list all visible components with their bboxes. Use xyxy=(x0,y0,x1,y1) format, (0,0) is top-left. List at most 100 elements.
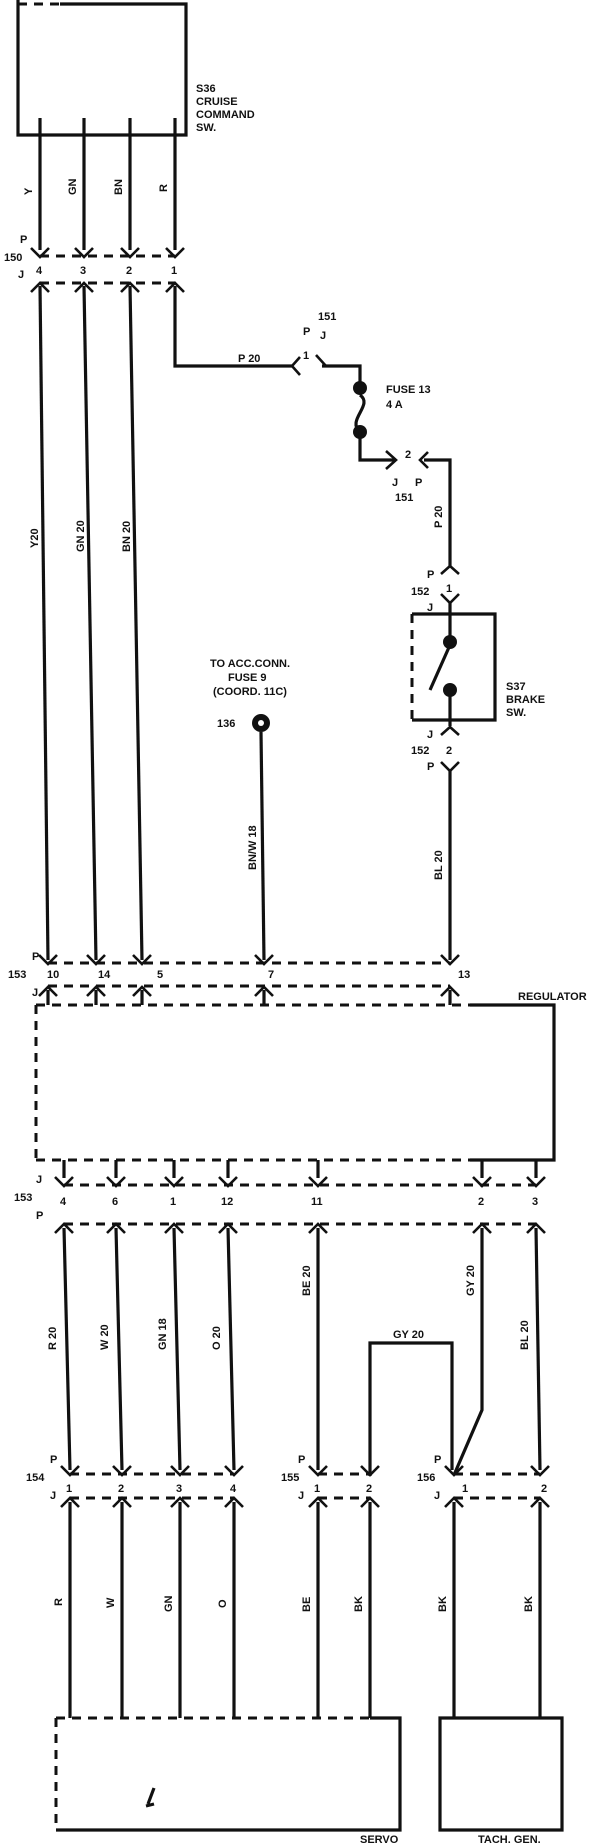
s37-contact-bottom xyxy=(443,683,457,697)
connector-154: P 154 J 1 2 3 4 xyxy=(26,1454,244,1508)
fuse-13-name: FUSE 13 xyxy=(386,384,431,396)
connector-153-lower: J 153 P 4 6 1 12 11 2 3 xyxy=(14,1160,546,1234)
c150-chevron-p-3 xyxy=(120,247,140,259)
c153a-j-chevron-3 xyxy=(132,985,152,997)
p20-feed: P 20 xyxy=(173,286,292,368)
c153a-p-chevron-4 xyxy=(254,954,274,966)
connector-153-upper: P 153 J 10 14 5 7 13 xyxy=(8,951,470,999)
wire-be20-label: BE 20 xyxy=(301,1265,313,1296)
s37-label-line1: BRAKE xyxy=(506,694,545,706)
c153b-p-chevron-3 xyxy=(164,1222,184,1234)
fuse-to-c151b xyxy=(358,432,396,462)
c152b-id: 152 xyxy=(411,745,429,757)
c156-id: 156 xyxy=(417,1472,435,1484)
c153a-p-chevron-1 xyxy=(38,954,58,966)
wire-tach-bk-1-label: BK xyxy=(437,1596,449,1612)
wire-gn20 xyxy=(82,285,98,961)
c154-p-chevron-1 xyxy=(60,1465,80,1477)
connector-151-lower: 2 J P 151 P 20 xyxy=(385,449,452,566)
s36-switch-outline xyxy=(16,0,188,137)
connector-152-upper: P 152 J 1 xyxy=(411,564,460,614)
c150-chevron-j-4 xyxy=(165,281,185,293)
wire-gn18-label: GN 18 xyxy=(157,1318,169,1350)
wire-w20 xyxy=(114,1227,124,1471)
c151b-chevron-j xyxy=(418,451,429,469)
wire-bl20 xyxy=(534,1227,542,1471)
wire-y20 xyxy=(38,285,50,961)
c151a-p: P xyxy=(303,326,310,338)
wire-bl20-label: BL 20 xyxy=(519,1320,531,1350)
c153b-p-chevron-7 xyxy=(526,1222,546,1234)
c153a-p-chevron-5 xyxy=(440,954,460,966)
c153b-pin-1: 4 xyxy=(60,1196,67,1208)
servo-outline-solid xyxy=(56,1716,402,1832)
wire-bn20 xyxy=(128,285,144,961)
connector-150: P 150 J 4 3 2 1 xyxy=(4,234,185,293)
c153a-p-chevron-3 xyxy=(132,954,152,966)
c155-p: P xyxy=(298,1454,305,1466)
c153b-j-chevron-3 xyxy=(164,1176,184,1188)
c155-j-chevron-1 xyxy=(308,1496,328,1508)
c151b-id: 151 xyxy=(395,492,413,504)
c152a-p: P xyxy=(427,569,434,581)
c150-chevron-p-2 xyxy=(74,247,94,259)
c153b-id: 153 xyxy=(14,1192,32,1204)
acc-label-line2: FUSE 9 xyxy=(228,672,267,684)
c154-j-chevron-4 xyxy=(224,1496,244,1508)
wire-y-label: Y xyxy=(23,187,35,195)
c151a-chevron-p xyxy=(290,356,301,376)
c150-chevron-j-2 xyxy=(74,281,94,293)
s36-label-line2: COMMAND xyxy=(196,109,255,121)
tach-label: TACH. GEN. xyxy=(478,1834,541,1846)
c155-j-chevron-2 xyxy=(360,1496,380,1508)
c156-pin-1: 1 xyxy=(462,1483,468,1495)
c154-p-chevron-4 xyxy=(224,1465,244,1477)
wire-gy20 xyxy=(452,1228,484,1476)
tach-generator: TACH. GEN. xyxy=(438,1716,564,1846)
servo-ground-icon xyxy=(145,1787,156,1808)
c153a-j-chevron-2 xyxy=(86,985,106,997)
c153a-pin-5: 13 xyxy=(458,969,470,981)
c153a-pin-3: 5 xyxy=(157,969,163,981)
c150-chevron-j-1 xyxy=(30,281,50,293)
c150-pin-2: 3 xyxy=(80,265,86,277)
tach-input-wires: BK BK xyxy=(437,1502,542,1718)
wire-bn-label: BN xyxy=(113,179,125,195)
s36-output-wires: Y GN BN R xyxy=(23,118,177,250)
c153b-pin-4: 12 xyxy=(221,1196,233,1208)
acc-feed: TO ACC.CONN. FUSE 9 (COORD. 11C) 136 BN/… xyxy=(210,658,290,961)
c150-j: J xyxy=(18,269,24,281)
c153a-p: P xyxy=(32,951,39,963)
wire-o20 xyxy=(226,1227,236,1471)
c152b-p: P xyxy=(427,761,434,773)
wire-y20-label: Y20 xyxy=(29,528,41,548)
c154-j-chevron-3 xyxy=(170,1496,190,1508)
regulator-right-edge xyxy=(470,1003,556,1162)
s37-switch-blade xyxy=(428,644,452,691)
c156-pin-2: 2 xyxy=(541,1483,547,1495)
c151a-pin: 1 xyxy=(303,350,309,362)
c153b-pin-7: 3 xyxy=(532,1196,538,1208)
regulator-label: REGULATOR xyxy=(518,991,587,1003)
c153b-p-chevron-6 xyxy=(472,1222,492,1234)
connector-152-lower: J 152 P 2 BL 20 xyxy=(411,725,460,960)
wire-gy20-label: GY 20 xyxy=(465,1265,477,1296)
wire-bnw18 xyxy=(259,731,266,961)
c151b-j: J xyxy=(392,477,398,489)
c153b-p-chevron-2 xyxy=(106,1222,126,1234)
wire-gy20-jumper xyxy=(368,1341,454,1476)
c152b-chevron-p xyxy=(440,761,460,773)
c152b-j: J xyxy=(427,729,433,741)
fuse-13-terminal-top xyxy=(353,381,367,395)
c153a-pin-2: 14 xyxy=(98,969,111,981)
c150-chevron-p-1 xyxy=(30,247,50,259)
c154-pin-1: 1 xyxy=(66,1483,72,1495)
c155-id: 155 xyxy=(281,1472,299,1484)
servo-input-wires: R W GN O BE BK xyxy=(53,1502,372,1718)
c152a-pin: 1 xyxy=(446,583,452,595)
wire-servo-be-label: BE xyxy=(301,1597,313,1612)
regulator: REGULATOR xyxy=(34,990,587,1162)
s37-contact-top xyxy=(443,635,457,649)
c154-id: 154 xyxy=(26,1472,45,1484)
c153b-j-chevron-6 xyxy=(472,1176,492,1188)
